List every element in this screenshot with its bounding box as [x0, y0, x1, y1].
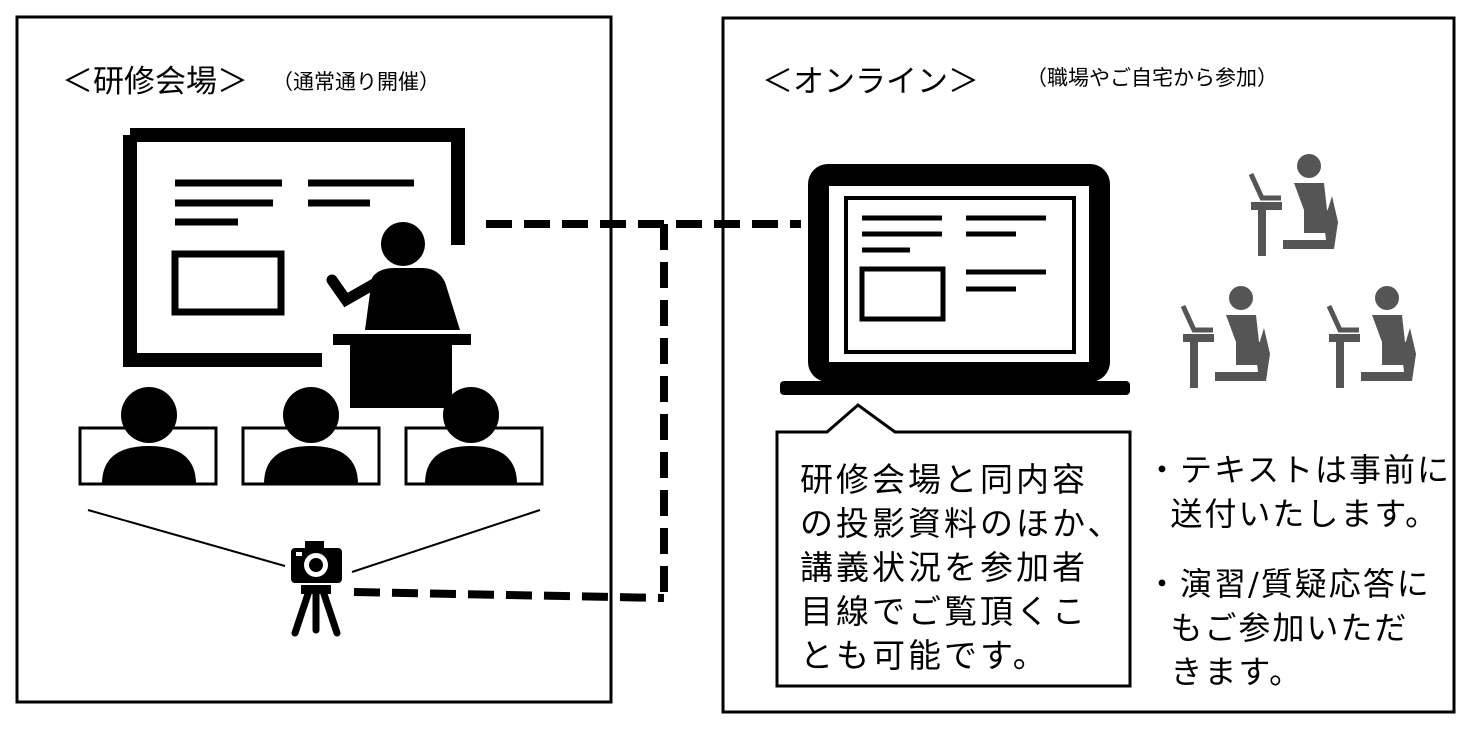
audience-member-icon	[241, 387, 381, 486]
venue-subtitle: （通常通り開催）	[272, 70, 440, 94]
camera-view-line-right	[351, 509, 541, 573]
remote-participant-at-desk-icon	[1326, 286, 1416, 388]
presenter-at-podium-icon	[326, 222, 471, 408]
audience-row	[78, 387, 544, 486]
speech-bubble	[775, 403, 1132, 688]
audience-member-icon	[404, 387, 544, 486]
remote-participant-at-desk-icon	[1180, 286, 1270, 388]
venue-title: ＜研修会場＞	[62, 64, 248, 100]
online-title: ＜オンライン＞	[762, 64, 979, 100]
online-subtitle: （職場やご自宅から参加）	[1026, 66, 1278, 90]
presentation-screen-icon	[123, 128, 465, 367]
bullet-exercise-qa: ・演習/質疑応答に もご参加いただ きます。	[1146, 565, 1431, 691]
remote-participant-at-desk-icon	[1248, 154, 1338, 256]
audience-member-icon	[78, 387, 218, 486]
camera-view-line-left	[87, 509, 286, 567]
camera-on-tripod-icon	[291, 541, 342, 637]
online-panel-frame	[721, 16, 1456, 714]
venue-panel-frame	[15, 15, 613, 704]
connection-lines	[353, 220, 801, 602]
bubble-description: 研修会場と同内容 の投影資料のほか、 講義状況を参加者 目線でご覧頂くこ とも可…	[800, 460, 1124, 675]
bullet-text-send: ・テキストは事前に 送付いたします。	[1146, 451, 1452, 533]
laptop-icon	[780, 164, 1130, 395]
